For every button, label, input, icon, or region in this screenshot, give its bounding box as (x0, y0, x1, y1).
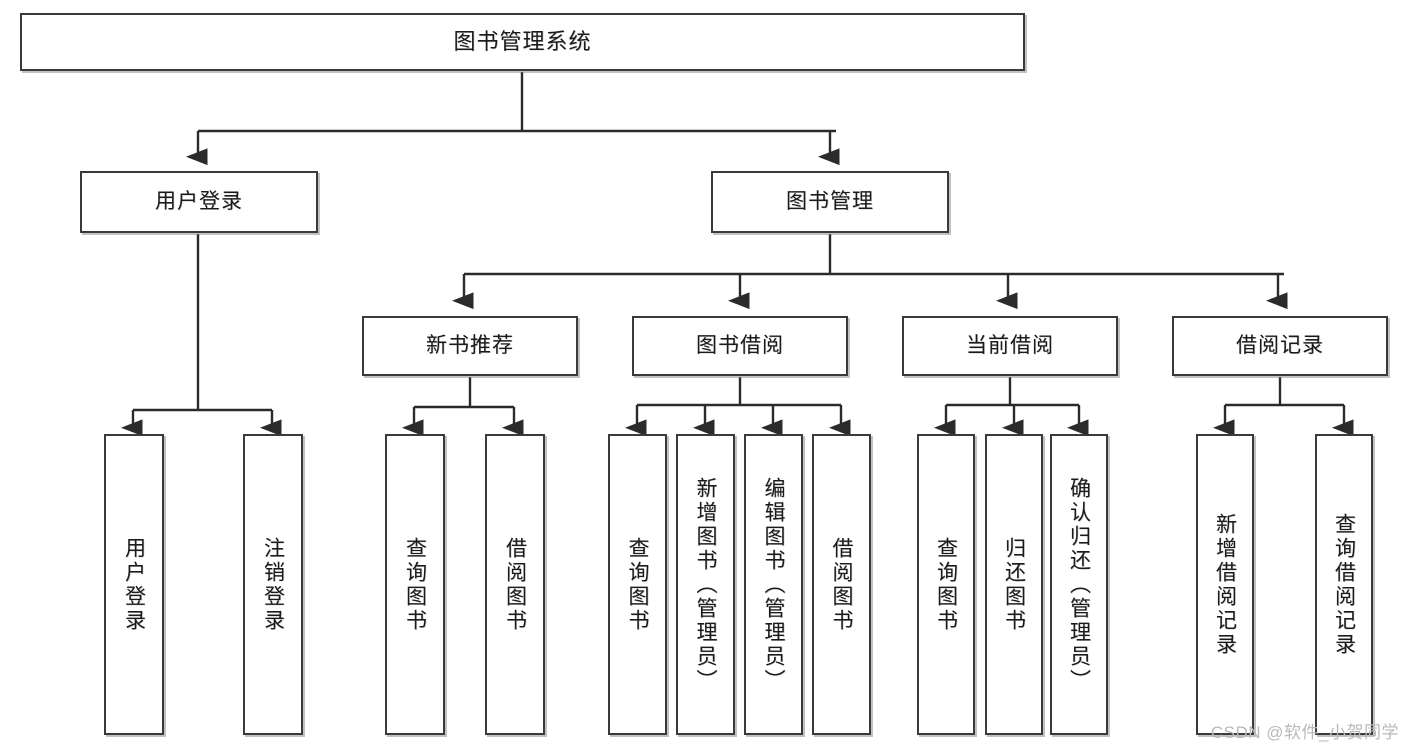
node-borrow-record[interactable]: 借阅记录 (1172, 316, 1388, 376)
node-root-system[interactable]: 图书管理系统 (20, 13, 1025, 71)
leaf-borrow-edit-book-admin[interactable]: 编辑图书（管理员） (744, 434, 803, 735)
node-label: 注销登录 (261, 536, 285, 633)
leaf-record-query-record[interactable]: 查询借阅记录 (1315, 434, 1373, 735)
leaf-recommend-borrow-book[interactable]: 借阅图书 (485, 434, 545, 735)
leaf-borrow-add-book-admin[interactable]: 新增图书（管理员） (676, 434, 735, 735)
node-new-book-recommend[interactable]: 新书推荐 (362, 316, 578, 376)
node-label: 当前借阅 (966, 333, 1054, 357)
leaf-current-confirm-return-admin[interactable]: 确认归还（管理员） (1050, 434, 1108, 735)
node-book-borrow[interactable]: 图书借阅 (632, 316, 848, 376)
node-label: 归还图书 (1002, 536, 1026, 633)
node-book-management[interactable]: 图书管理 (711, 171, 949, 233)
node-label: 查询图书 (934, 536, 958, 633)
node-label: 用户登录 (122, 536, 146, 633)
leaf-user-login-logout[interactable]: 注销登录 (243, 434, 303, 735)
node-label: 查询借阅记录 (1332, 512, 1356, 657)
node-label: 图书借阅 (696, 333, 784, 357)
node-label: 查询图书 (626, 536, 649, 633)
node-label: 查询图书 (403, 536, 427, 633)
node-label: 用户登录 (155, 189, 243, 213)
leaf-user-login-login[interactable]: 用户登录 (104, 434, 164, 735)
node-user-login[interactable]: 用户登录 (80, 171, 318, 233)
leaf-record-add-record[interactable]: 新增借阅记录 (1196, 434, 1254, 735)
node-label: 新书推荐 (426, 333, 514, 357)
node-label: 新增借阅记录 (1213, 512, 1237, 657)
node-label: 图书管理 (786, 189, 874, 213)
node-label: 借阅图书 (503, 536, 527, 633)
node-label: 新增图书（管理员） (694, 476, 717, 693)
node-label: 确认归还（管理员） (1067, 476, 1091, 693)
leaf-current-query-book[interactable]: 查询图书 (917, 434, 975, 735)
leaf-borrow-query-book[interactable]: 查询图书 (608, 434, 667, 735)
node-label: 编辑图书（管理员） (762, 476, 785, 693)
leaf-borrow-borrow-book[interactable]: 借阅图书 (812, 434, 871, 735)
node-label: 图书管理系统 (453, 29, 592, 55)
leaf-current-return-book[interactable]: 归还图书 (985, 434, 1043, 735)
node-label: 借阅记录 (1236, 333, 1324, 357)
csdn-watermark: CSDN @软件_小贺同学 (1210, 723, 1399, 742)
leaf-recommend-query-book[interactable]: 查询图书 (385, 434, 445, 735)
node-label: 借阅图书 (830, 536, 853, 633)
node-current-borrow[interactable]: 当前借阅 (902, 316, 1118, 376)
